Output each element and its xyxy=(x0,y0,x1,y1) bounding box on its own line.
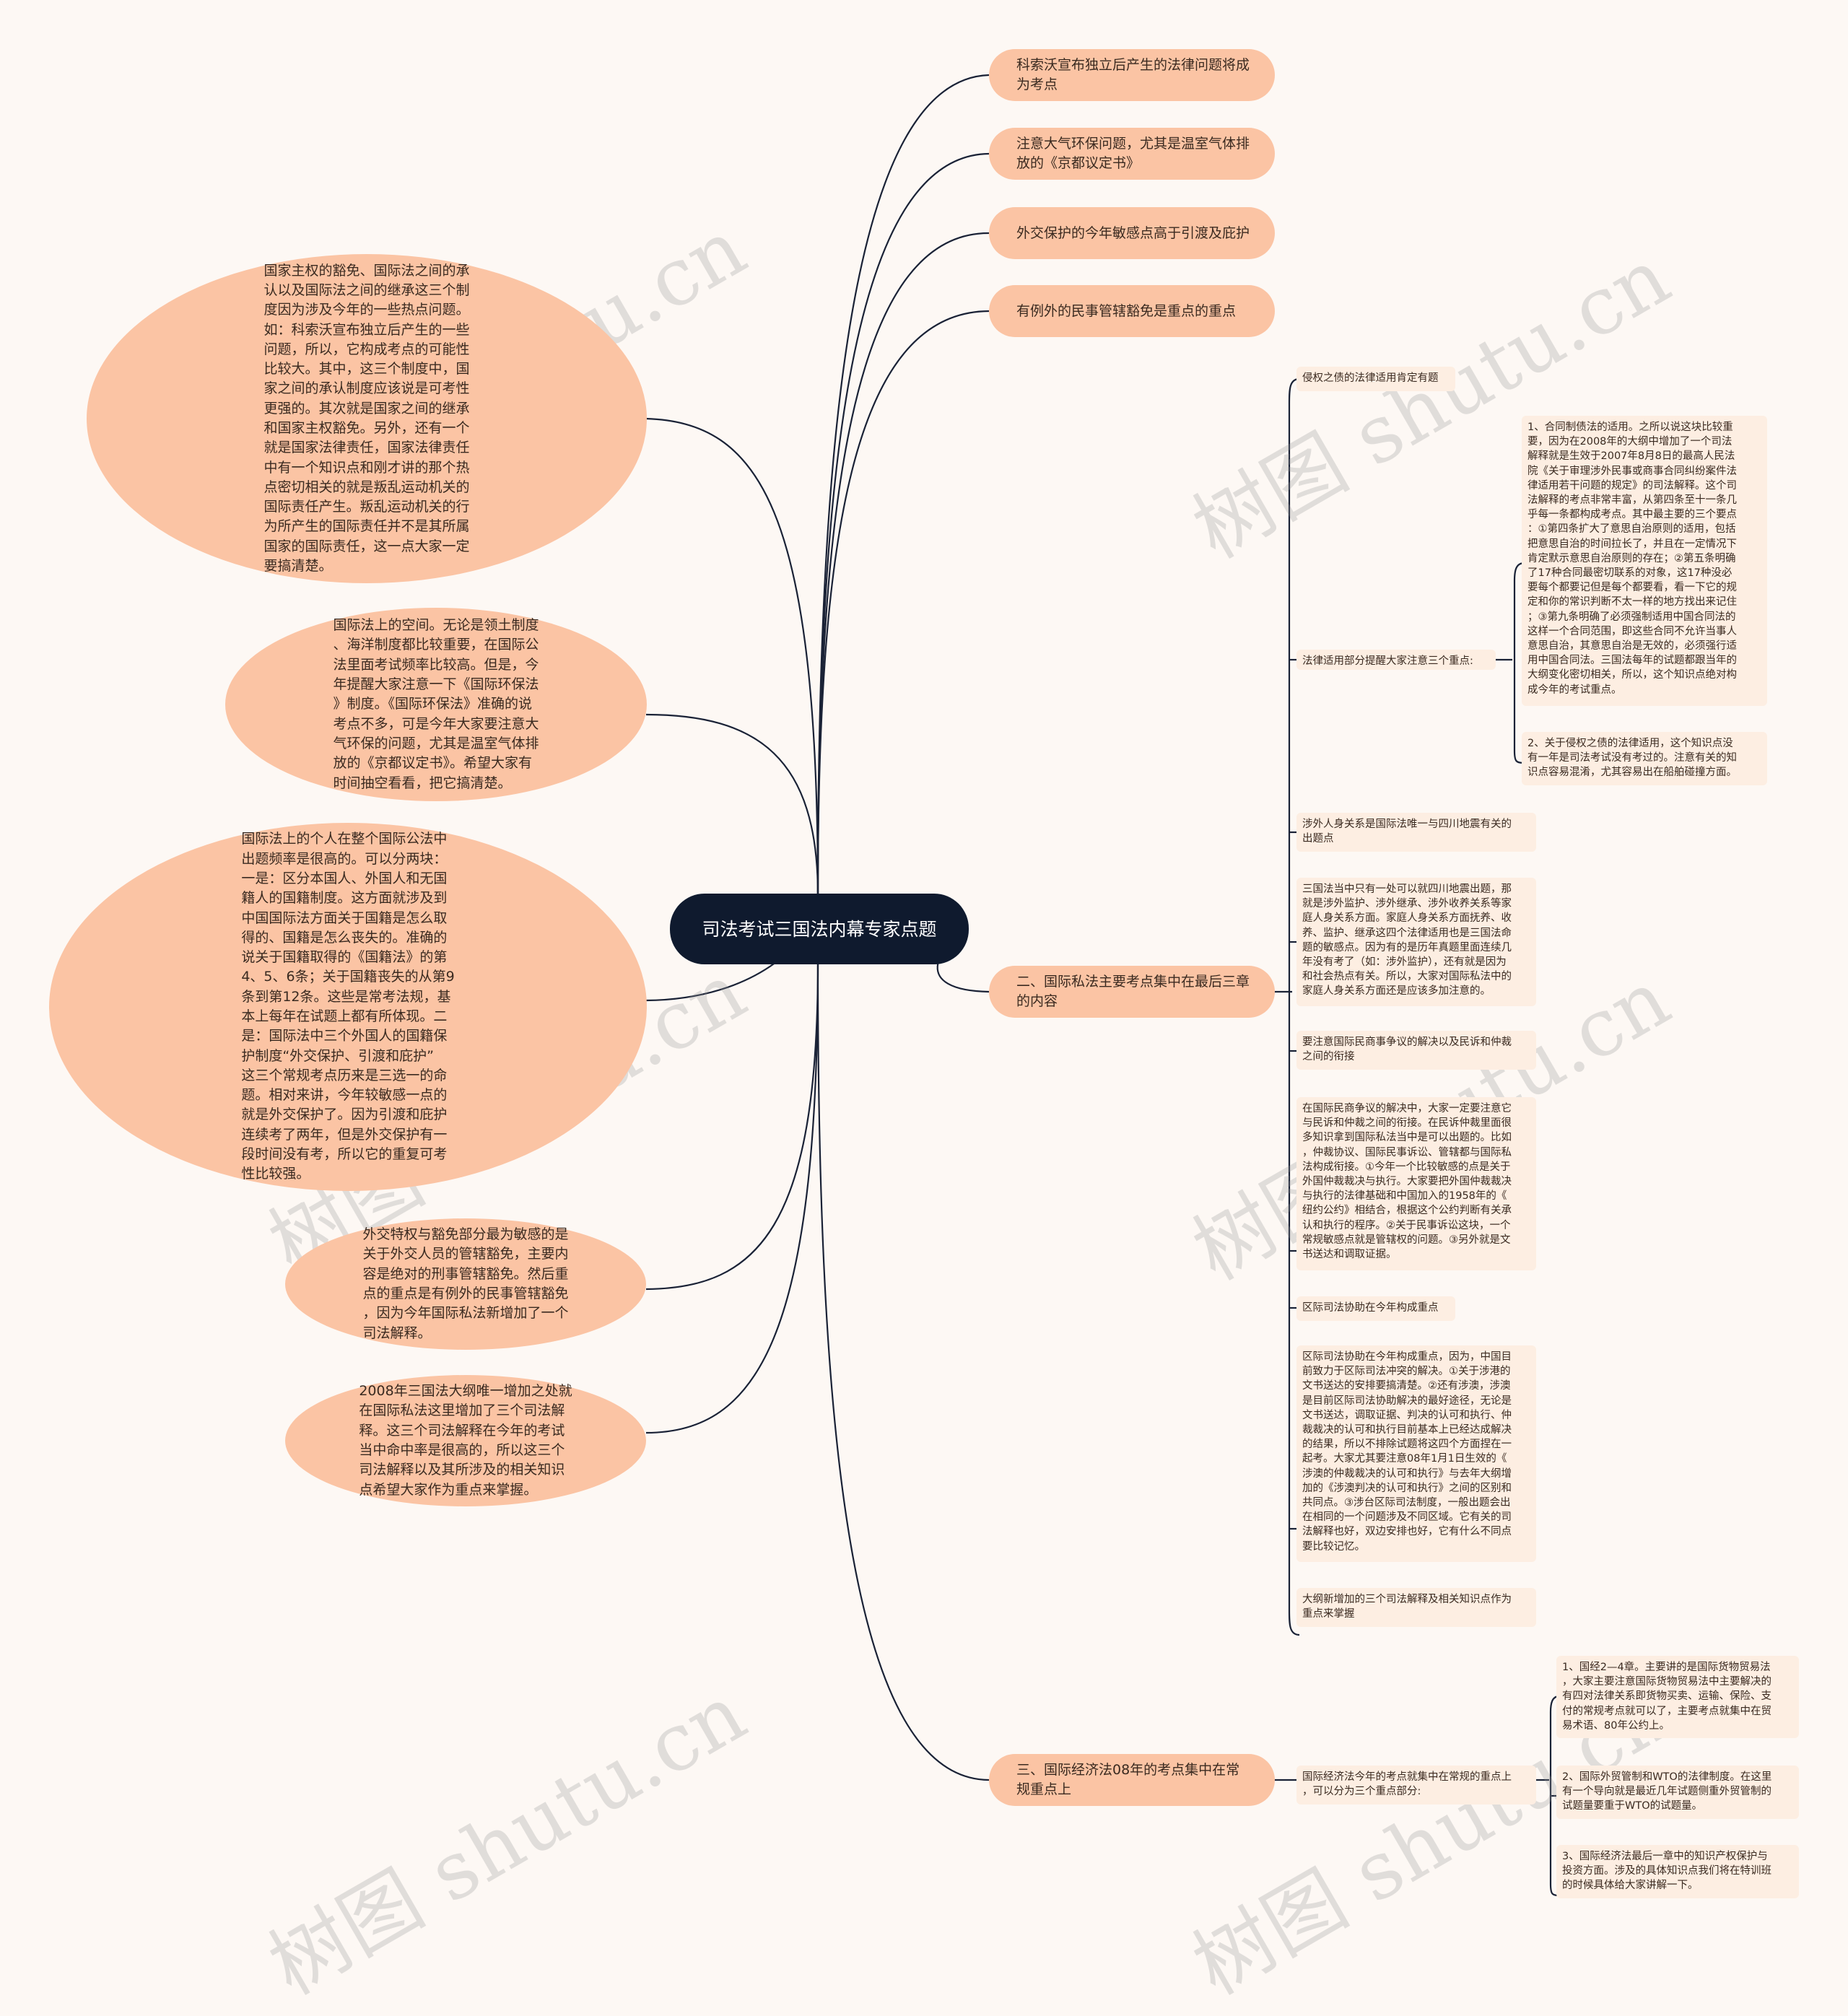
econ-law-node[interactable]: 三、国际经济法08年的考点集中在常规重点上 xyxy=(989,1754,1275,1806)
node-text: 外交保护的今年敏感点高于引渡及庇护 xyxy=(1016,224,1250,241)
econ-law-sub-item[interactable]: 1、国经2—4章。主要讲的是国际货物贸易法 ，大家主要注意国际货物贸易法中主要解… xyxy=(1556,1656,1799,1738)
left-node-space[interactable]: 国际法上的空间。无论是领土制度 、海洋制度都比较重要，在国际公 法里面考试频率比… xyxy=(225,608,647,801)
root-node[interactable]: 司法考试三国法内幕专家点题 xyxy=(670,894,969,964)
node-text: 有例外的民事管辖豁免是重点的重点 xyxy=(1016,302,1237,319)
private-law-item[interactable]: 要注意国际民商事争议的解决以及民诉和仲裁 之间的衔接 xyxy=(1296,1031,1536,1070)
left-node-individual[interactable]: 国际法上的个人在整个国际公法中 出题频率是很高的。可以分两块： 一是：区分本国人… xyxy=(49,823,647,1191)
private-law-item[interactable]: 区际司法协助在今年构成重点，因为，中国目 前致力于区际司法冲突的解决。①关于涉港… xyxy=(1296,1345,1536,1562)
private-law-item[interactable]: 大纲新增加的三个司法解释及相关知识点作为 重点来掌握 xyxy=(1296,1588,1536,1627)
root-node-text: 司法考试三国法内幕专家点题 xyxy=(702,918,937,940)
right-node-kyoto[interactable]: 注意大气环保问题，尤其是温室气体排放的《京都议定书》 xyxy=(989,128,1275,180)
node-text: 三、国际经济法08年的考点集中在常规重点上 xyxy=(1016,1762,1240,1797)
econ-law-sub-item[interactable]: 2、国际外贸管制和WTO的法律制度。在这里 有一个导向就是最近几年试题侧重外贸管… xyxy=(1556,1766,1799,1819)
right-node-kosovo[interactable]: 科索沃宣布独立后产生的法律问题将成为考点 xyxy=(989,49,1275,101)
left-node-outline[interactable]: 2008年三国法大纲唯一增加之处就 在国际私法这里增加了三个司法解 释。这三个司… xyxy=(285,1375,646,1506)
node-text: 注意大气环保问题，尤其是温室气体排放的《京都议定书》 xyxy=(1016,136,1250,171)
private-law-item[interactable]: 区际司法协助在今年构成重点 xyxy=(1296,1296,1455,1321)
connector-lines xyxy=(645,74,1560,1897)
right-node-diplomatic-protection[interactable]: 外交保护的今年敏感点高于引渡及庇护 xyxy=(989,207,1275,259)
private-law-item[interactable]: 法律适用部分提醒大家注意三个重点: xyxy=(1296,650,1496,670)
econ-law-sub-item[interactable]: 3、国际经济法最后一章中的知识产权保护与 投资方面。涉及的具体知识点我们将在特训… xyxy=(1556,1845,1799,1898)
left-node-diplomatic-immunity[interactable]: 外交特权与豁免部分最为敏感的是 关于外交人员的管辖豁免，主要内 容是绝对的刑事管… xyxy=(285,1218,646,1350)
private-law-item[interactable]: 三国法当中只有一处可以就四川地震出题，那 就是涉外监护、涉外继承、涉外收养关系等… xyxy=(1296,878,1536,1006)
right-node-civil-immunity[interactable]: 有例外的民事管辖豁免是重点的重点 xyxy=(989,285,1275,337)
private-law-item[interactable]: 在国际民商争议的解决中，大家一定要注意它 与民诉和仲裁之间的衔接。在民诉仲裁里面… xyxy=(1296,1097,1536,1270)
private-law-item[interactable]: 侵权之债的法律适用肯定有题 xyxy=(1296,367,1455,391)
node-text: 科索沃宣布独立后产生的法律问题将成为考点 xyxy=(1016,57,1250,92)
node-text: 国家主权的豁免、国际法之间的承 认以及国际法之间的继承这三个制 度因为涉及今年的… xyxy=(263,262,470,575)
node-text: 二、国际私法主要考点集中在最后三章的内容 xyxy=(1016,974,1250,1009)
private-law-item[interactable]: 涉外人身关系是国际法唯一与四川地震有关的 出题点 xyxy=(1296,813,1536,852)
node-text: 外交特权与豁免部分最为敏感的是 关于外交人员的管辖豁免，主要内 容是绝对的刑事管… xyxy=(362,1226,569,1341)
private-law-sub-item[interactable]: 1、合同制债法的适用。之所以说这块比较重 要，因为在2008年的大纲中增加了一个… xyxy=(1522,416,1767,706)
private-law-sub-item[interactable]: 2、关于侵权之债的法律适用，这个知识点没 有一年是司法考试没有考过的。注意有关的… xyxy=(1522,732,1767,785)
node-text: 国际法上的空间。无论是领土制度 、海洋制度都比较重要，在国际公 法里面考试频率比… xyxy=(333,617,539,791)
econ-law-item[interactable]: 国际经济法今年的考点就集中在常规的重点上 ，可以分为三个重点部分: xyxy=(1296,1766,1536,1805)
left-node-sovereignty[interactable]: 国家主权的豁免、国际法之间的承 认以及国际法之间的继承这三个制 度因为涉及今年的… xyxy=(87,254,647,583)
private-law-node[interactable]: 二、国际私法主要考点集中在最后三章的内容 xyxy=(989,966,1275,1018)
node-text: 2008年三国法大纲唯一增加之处就 在国际私法这里增加了三个司法解 释。这三个司… xyxy=(359,1383,572,1498)
node-text: 国际法上的个人在整个国际公法中 出题频率是很高的。可以分两块： 一是：区分本国人… xyxy=(241,831,455,1182)
